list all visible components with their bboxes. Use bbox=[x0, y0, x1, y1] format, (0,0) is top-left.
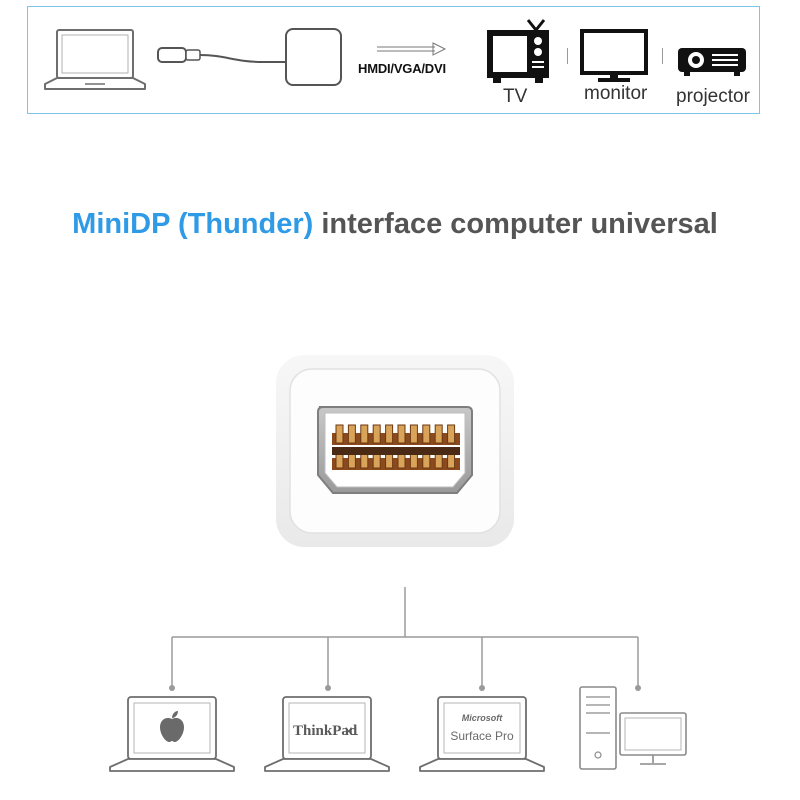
divider bbox=[567, 48, 568, 64]
apple-laptop-icon bbox=[109, 696, 235, 772]
divider bbox=[662, 48, 663, 64]
thinkpad-model: X1 bbox=[345, 726, 358, 738]
connector-pin bbox=[409, 424, 418, 444]
monitor-label: monitor bbox=[584, 83, 648, 104]
connector-pin bbox=[347, 424, 356, 444]
apple-logo-icon bbox=[160, 711, 184, 742]
adapter-cable-icon bbox=[157, 28, 342, 86]
desktop-pc-icon bbox=[579, 686, 687, 770]
tv-icon bbox=[487, 19, 549, 83]
connector-pin bbox=[397, 424, 406, 444]
connector-pin bbox=[385, 424, 394, 444]
connector-pins-bottom bbox=[335, 449, 456, 469]
thinkpad-laptop-icon: ThinkPad X1 bbox=[264, 696, 390, 772]
connector-pin bbox=[422, 424, 431, 444]
surface-laptop-icon: Microsoft Surface Pro bbox=[419, 696, 545, 772]
compatible-computers-diagram: ThinkPad X1 Microsoft Surface Pro bbox=[109, 587, 687, 772]
connector-pin bbox=[447, 424, 456, 444]
thinkpad-brand: ThinkPad bbox=[293, 723, 358, 739]
headline: MiniDP (Thunder) interface computer univ… bbox=[0, 208, 790, 241]
connector-pin bbox=[434, 424, 443, 444]
surface-brand: Microsoft bbox=[462, 713, 504, 723]
connector-pin bbox=[360, 424, 369, 444]
surface-model: Surface Pro bbox=[450, 729, 514, 743]
laptop-icon bbox=[44, 29, 146, 90]
arrow-right-icon bbox=[377, 42, 447, 56]
signal-types-label: HMDI/VGA/DVI bbox=[358, 61, 446, 76]
minidp-connector bbox=[276, 355, 514, 547]
tv-label: TV bbox=[503, 86, 528, 107]
connector-pin bbox=[335, 424, 344, 444]
headline-rest: interface computer universal bbox=[313, 208, 718, 240]
connection-lines bbox=[171, 587, 639, 687]
headline-highlight: MiniDP (Thunder) bbox=[72, 208, 314, 240]
connector-pins-top bbox=[335, 424, 456, 444]
monitor-icon bbox=[580, 29, 648, 82]
projector-label: projector bbox=[676, 86, 750, 107]
connector-pin bbox=[372, 424, 381, 444]
projector-icon bbox=[678, 48, 746, 76]
